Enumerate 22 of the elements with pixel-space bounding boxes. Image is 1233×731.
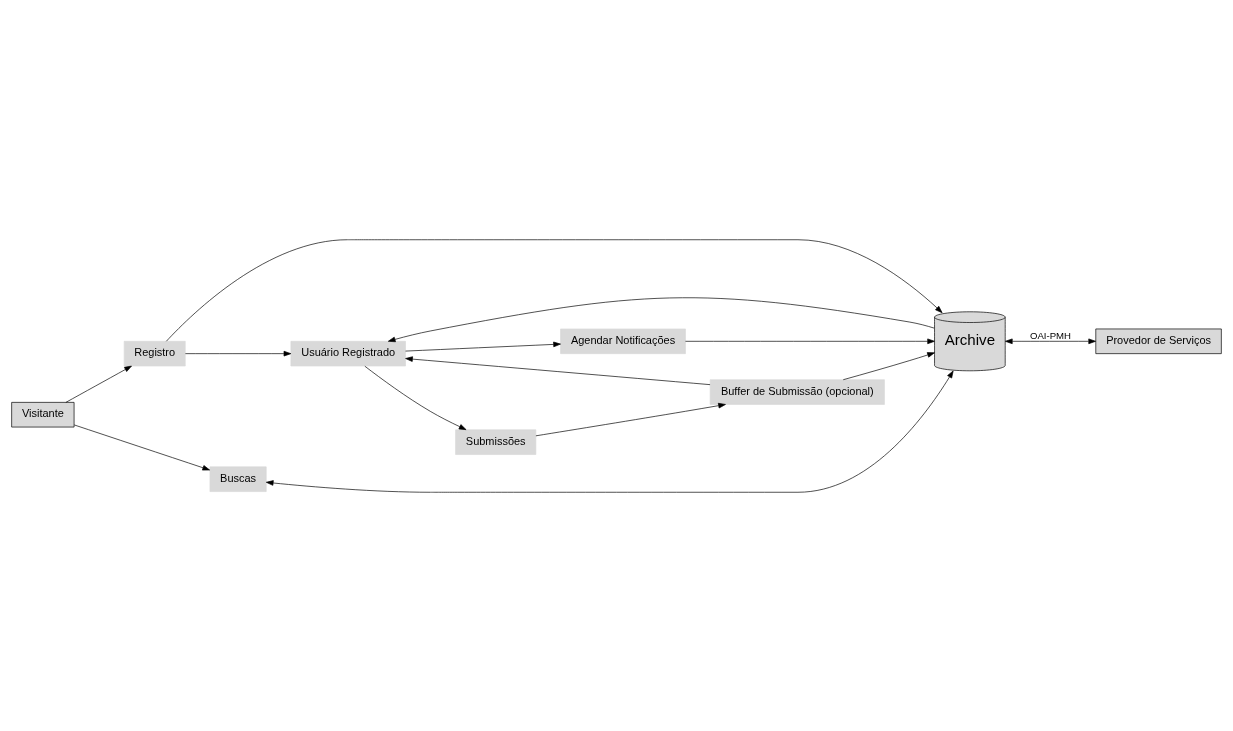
arrow <box>405 341 561 351</box>
node-box: Submissões <box>455 428 537 455</box>
arrow <box>65 365 132 403</box>
arrow <box>185 350 292 356</box>
node-box: Registro <box>123 340 186 366</box>
arrow <box>405 355 711 385</box>
arrow <box>166 238 943 342</box>
edge-label: OAI-PMH <box>1029 329 1072 341</box>
arrow <box>364 365 467 430</box>
arrow <box>685 338 935 344</box>
arrow <box>535 402 726 436</box>
node-box: Provedor de Serviços <box>1095 328 1222 354</box>
arrow <box>1005 338 1096 344</box>
arrow <box>265 370 954 493</box>
arrow <box>73 424 210 470</box>
arrow <box>842 351 935 380</box>
node-box: Buscas <box>209 466 267 492</box>
node-box: Visitante <box>11 401 75 427</box>
node-box: Usuário Registrado <box>290 340 406 366</box>
node-box: Buffer de Submissão (opcional) <box>709 378 885 405</box>
node-box: Agendar Notificações <box>560 328 686 354</box>
arrow <box>387 297 935 342</box>
